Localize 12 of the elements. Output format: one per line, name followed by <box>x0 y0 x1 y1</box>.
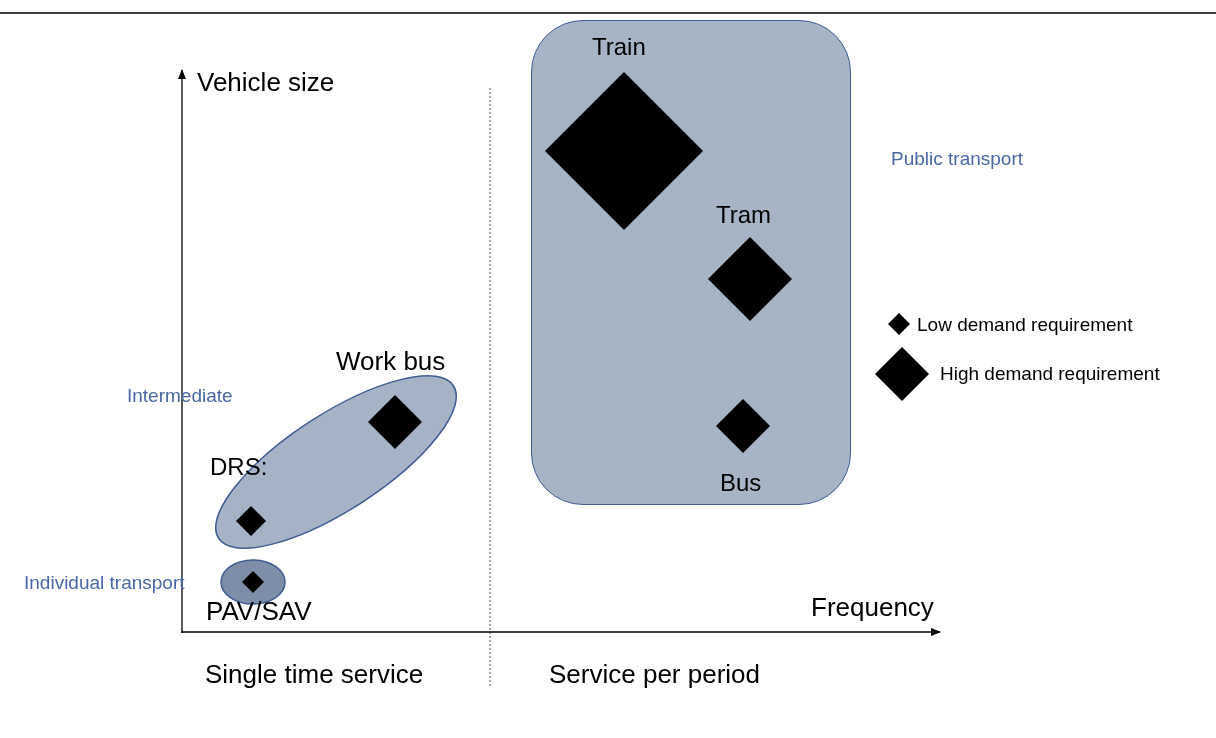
section-label: Single time service <box>205 661 424 687</box>
legend-label: Low demand requirement <box>917 315 1133 334</box>
axis-title: Frequency <box>811 594 934 620</box>
vehicle-label: Bus <box>720 471 762 495</box>
section-label: Service per period <box>549 661 760 687</box>
axis-title: Vehicle size <box>197 69 335 95</box>
legend-label: High demand requirement <box>940 364 1160 383</box>
vehicle-label: Train <box>592 35 646 59</box>
vehicle-label: PAV/SAV <box>206 598 312 624</box>
vehicle-label: Work bus <box>336 348 446 374</box>
group-label: Public transport <box>891 149 1023 168</box>
vehicle-label: Tram <box>716 203 772 227</box>
